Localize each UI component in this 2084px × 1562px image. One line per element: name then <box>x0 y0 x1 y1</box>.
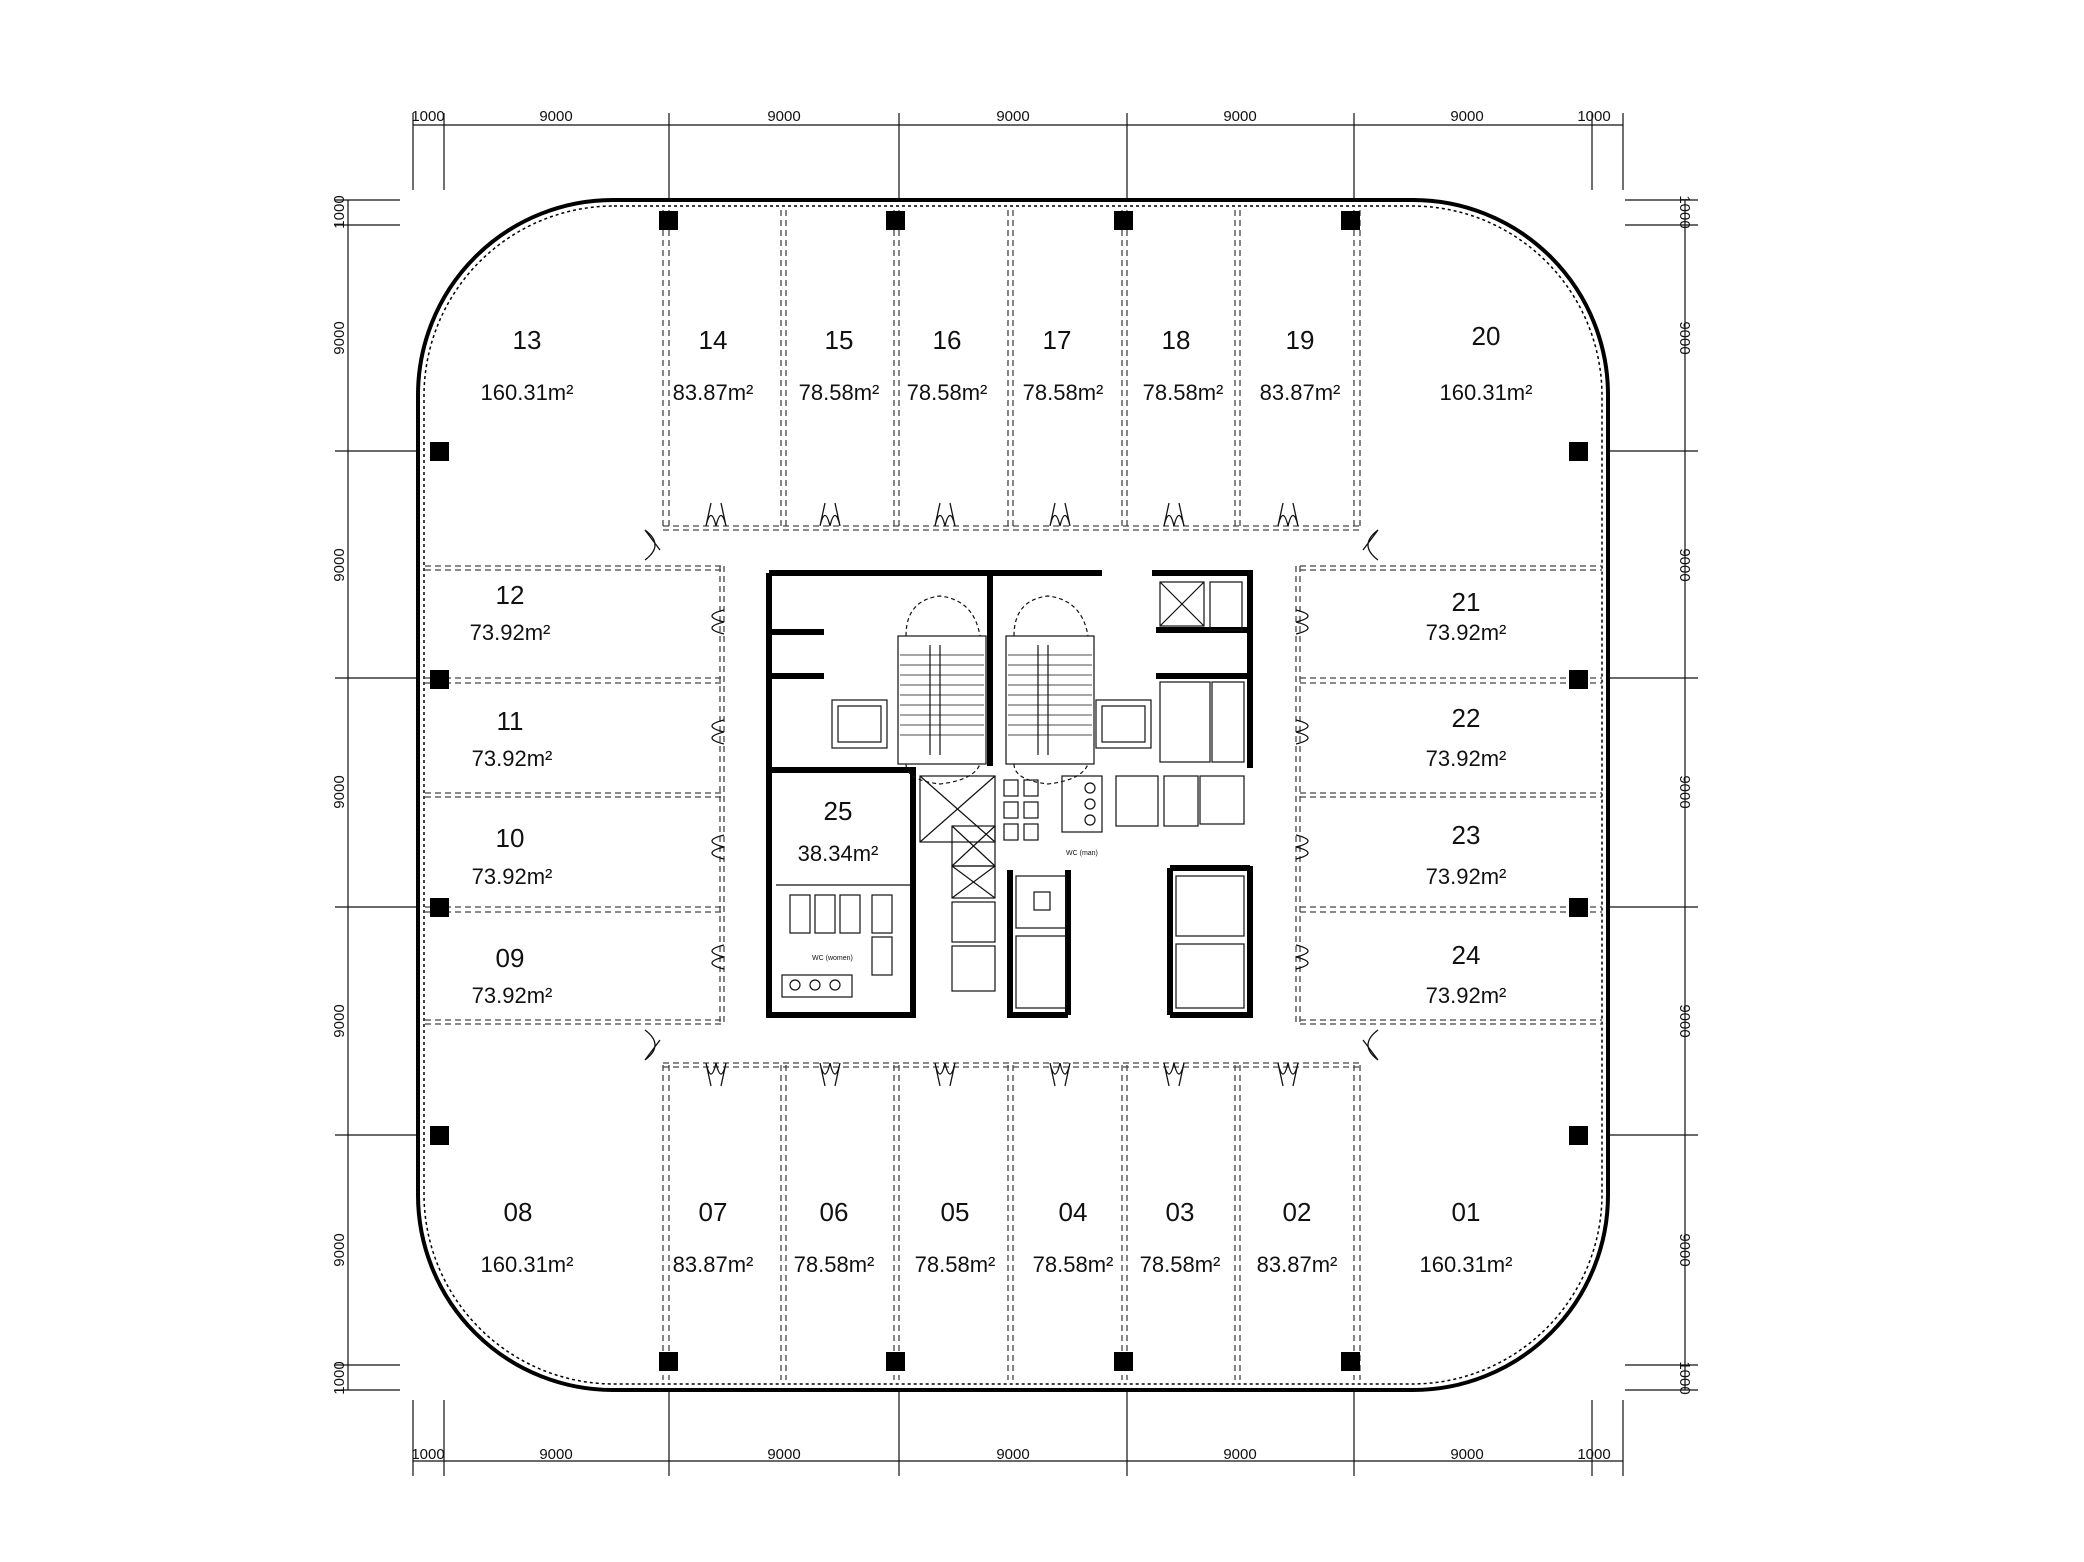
building-outline <box>416 198 1610 1392</box>
unit-16-number: 16 <box>933 325 962 355</box>
unit-04-area: 78.58m² <box>1033 1252 1114 1277</box>
dim-bottom-3: 9000 <box>767 1446 800 1463</box>
unit-24-area: 73.92m² <box>1426 983 1507 1008</box>
unit-03-area: 78.58m² <box>1140 1252 1221 1277</box>
unit-18-number: 18 <box>1162 325 1191 355</box>
dim-left-6: 9000 <box>331 1233 348 1266</box>
unit-labels: 13 160.31m² 14 83.87m² 15 78.58m² 16 78.… <box>470 321 1533 1277</box>
dim-top-4: 9000 <box>996 108 1029 125</box>
unit-11-area: 73.92m² <box>472 746 553 771</box>
unit-19-area: 83.87m² <box>1260 380 1341 405</box>
unit-19-number: 19 <box>1286 325 1315 355</box>
dim-bottom-5: 9000 <box>1223 1446 1256 1463</box>
unit-14-number: 14 <box>699 325 728 355</box>
unit-15-area: 78.58m² <box>799 380 880 405</box>
unit-14-area: 83.87m² <box>673 380 754 405</box>
dim-top-3: 9000 <box>767 108 800 125</box>
unit-01-number: 01 <box>1452 1197 1481 1227</box>
dim-bottom-7: 1000 <box>1577 1446 1610 1463</box>
dim-bottom-2: 9000 <box>539 1446 572 1463</box>
unit-20-number: 20 <box>1472 321 1501 351</box>
dim-bottom-4: 9000 <box>996 1446 1029 1463</box>
structural-columns <box>430 211 1588 1371</box>
unit-06-area: 78.58m² <box>794 1252 875 1277</box>
unit-18-area: 78.58m² <box>1143 380 1224 405</box>
unit-10-number: 10 <box>496 823 525 853</box>
unit-20-area: 160.31m² <box>1440 380 1533 405</box>
unit-07-number: 07 <box>699 1197 728 1227</box>
unit-12-number: 12 <box>496 580 525 610</box>
dim-left-4: 9000 <box>331 775 348 808</box>
unit-06-number: 06 <box>820 1197 849 1227</box>
dim-right-6: 9000 <box>1676 1233 1693 1266</box>
unit-08-area: 160.31m² <box>481 1252 574 1277</box>
unit-12-area: 73.92m² <box>470 620 551 645</box>
dim-top-5: 9000 <box>1223 108 1256 125</box>
dim-right-3: 9000 <box>1676 548 1693 581</box>
dim-top-7: 1000 <box>1577 108 1610 125</box>
unit-partitions <box>425 210 1602 1380</box>
dim-left-3: 9000 <box>331 548 348 581</box>
unit-07-area: 83.87m² <box>673 1252 754 1277</box>
unit-22-number: 22 <box>1452 703 1481 733</box>
dim-top-1: 1000 <box>411 108 444 125</box>
unit-17-number: 17 <box>1043 325 1072 355</box>
unit-16-area: 78.58m² <box>907 380 988 405</box>
unit-03-number: 03 <box>1166 1197 1195 1227</box>
unit-21-number: 21 <box>1452 587 1481 617</box>
unit-15-number: 15 <box>825 325 854 355</box>
dim-right-2: 9000 <box>1676 321 1693 354</box>
wc-women-label: WC (women) <box>812 955 853 962</box>
dim-left-7: 1000 <box>331 1361 348 1394</box>
unit-02-area: 83.87m² <box>1257 1252 1338 1277</box>
unit-22-area: 73.92m² <box>1426 746 1507 771</box>
dim-right-5: 9000 <box>1676 1004 1693 1037</box>
unit-24-number: 24 <box>1452 940 1481 970</box>
doors <box>644 502 1379 1087</box>
dim-right-7: 1000 <box>1676 1361 1693 1394</box>
unit-05-area: 78.58m² <box>915 1252 996 1277</box>
unit-04-number: 04 <box>1059 1197 1088 1227</box>
dim-top-2: 9000 <box>539 108 572 125</box>
unit-13-area: 160.31m² <box>481 380 574 405</box>
unit-23-number: 23 <box>1452 820 1481 850</box>
dimension-lines: 1000 9000 9000 9000 9000 9000 1000 1000 … <box>331 108 1698 1476</box>
building-core: WC (women) WC (man) <box>766 570 1253 1018</box>
unit-23-area: 73.92m² <box>1426 864 1507 889</box>
unit-17-area: 78.58m² <box>1023 380 1104 405</box>
dim-top-6: 9000 <box>1450 108 1483 125</box>
dim-right-4: 9000 <box>1676 775 1693 808</box>
dim-left-5: 9000 <box>331 1004 348 1037</box>
dim-left-1: 1000 <box>331 195 348 228</box>
unit-02-number: 02 <box>1283 1197 1312 1227</box>
wc-men-label: WC (man) <box>1066 850 1098 857</box>
dim-bottom-6: 9000 <box>1450 1446 1483 1463</box>
dim-right-1: 1000 <box>1676 195 1693 228</box>
unit-13-number: 13 <box>513 325 542 355</box>
unit-21-area: 73.92m² <box>1426 620 1507 645</box>
unit-25-area: 38.34m² <box>798 841 879 866</box>
unit-10-area: 73.92m² <box>472 864 553 889</box>
unit-09-number: 09 <box>496 943 525 973</box>
dim-left-2: 9000 <box>331 321 348 354</box>
unit-08-number: 08 <box>504 1197 533 1227</box>
unit-25-number: 25 <box>824 796 853 826</box>
dim-bottom-1: 1000 <box>411 1446 444 1463</box>
unit-01-area: 160.31m² <box>1420 1252 1513 1277</box>
unit-05-number: 05 <box>941 1197 970 1227</box>
unit-09-area: 73.92m² <box>472 983 553 1008</box>
unit-11-number: 11 <box>497 706 524 736</box>
